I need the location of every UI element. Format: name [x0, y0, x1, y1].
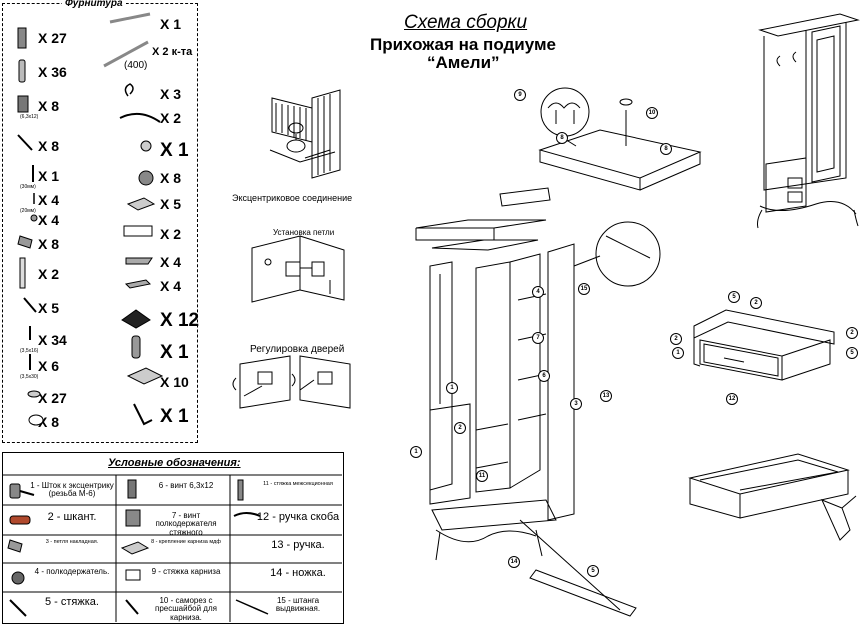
hardware-qty: X 3 [160, 86, 182, 102]
callout-15: 15 [578, 283, 590, 295]
hardware-qty: X 1 [160, 406, 189, 427]
hardware-note: (20мм) [20, 208, 36, 214]
hardware-note: (3,5x30) [20, 374, 39, 380]
hardware-qty: X 2 к-та [152, 46, 193, 58]
legend-entry: 13 - ручка. [271, 539, 325, 551]
drawer-exploded [693, 309, 835, 381]
hardware-qty: X 1 [38, 168, 60, 184]
hardware-qty: X 4 [38, 192, 60, 208]
hardware-note: (30мм) [20, 184, 36, 190]
caption-hinge: Установка петли [273, 228, 335, 237]
callout-1b: 1 [410, 446, 422, 458]
legend-entry: 4 - полкодержатель. [34, 567, 110, 576]
callout-5b: 5 [728, 291, 740, 303]
callout-3: 3 [570, 398, 582, 410]
hardware-title: Фурнитура [62, 0, 126, 9]
callout-8: 8 [556, 132, 568, 144]
callout-7: 7 [532, 332, 544, 344]
callout-9: 9 [514, 89, 526, 101]
wardrobe-view [757, 13, 860, 229]
eccentric-detail [269, 89, 341, 179]
callout-8b: 8 [660, 143, 672, 155]
legend-table [2, 452, 344, 624]
hinge-detail [251, 235, 345, 303]
hardware-qty: X 2 [160, 110, 182, 126]
hardware-qty: X 8 [38, 138, 60, 154]
legend-entry: 5 - стяжка. [45, 596, 99, 608]
caption-eccentric: Эксцентриковое соединение [232, 193, 353, 203]
callout-4: 4 [532, 286, 544, 298]
base-frame [688, 453, 857, 541]
legend-entry: 11 - стяжка межсекционная [263, 481, 333, 487]
legend-entry: 8 - крепление карниза мдф [151, 539, 221, 545]
callout-2e: 2 [670, 333, 682, 345]
hardware-qty: X 1 [160, 140, 189, 161]
hardware-qty: X 6 [38, 358, 60, 374]
callout-1: 1 [446, 382, 458, 394]
hardware-qty: X 10 [160, 374, 189, 390]
hardware-qty: X 8 [160, 170, 182, 186]
legend-entry: 12 - ручка скоба [256, 511, 340, 523]
product-model: “Амели” [427, 53, 500, 72]
callout-6: 6 [538, 370, 550, 382]
legend-entry: 14 - ножка. [270, 567, 326, 579]
hardware-qty: X 1 [160, 16, 182, 32]
legend-title: Условные обозначения: [108, 457, 241, 469]
legend-entry: 7 - винт полкодержателя стяжного [155, 511, 217, 537]
legend-entry: 6 - винт 6,3x12 [158, 481, 214, 490]
hardware-note: (6,3x12) [20, 114, 39, 120]
legend-entry: 1 - Шток к эксцентрику (резьба М-6) [30, 481, 114, 499]
hardware-qty: X 12 [160, 310, 200, 331]
product-name: Прихожая на подиуме [370, 35, 556, 54]
hardware-qty: X 5 [38, 300, 60, 316]
legend-entry: 3 - петля накладная. [45, 539, 99, 545]
cornice-detail [538, 87, 702, 191]
caption-doors: Регулировка дверей [250, 344, 345, 355]
door-adjust-detail [232, 355, 351, 409]
hardware-qty: X 8 [38, 98, 60, 114]
callout-1c: 1 [672, 347, 684, 359]
callout-5c: 5 [846, 347, 858, 359]
hardware-qty: X 34 [38, 332, 67, 348]
hardware-qty: X 8 [38, 236, 60, 252]
callout-2c: 2 [750, 297, 762, 309]
hardware-qty: X 4 [160, 278, 182, 294]
hardware-qty: X 36 [38, 64, 67, 80]
callout-5: 5 [587, 565, 599, 577]
callout-12: 12 [726, 393, 738, 405]
legend-entry: 10 - саморез с пресшайбой для карниза. [155, 596, 217, 622]
callout-2d: 2 [846, 327, 858, 339]
hardware-qty: X 27 [38, 30, 67, 46]
hardware-qty: X 4 [38, 212, 60, 228]
exploded-assembly [415, 187, 661, 617]
hardware-qty: X 27 [38, 390, 67, 406]
legend-entry: 9 - стяжка карниза [151, 567, 221, 576]
hardware-qty: X 4 [160, 254, 182, 270]
legend-entry: 2 - шкант. [47, 511, 97, 523]
diagram-title: Схема сборки [404, 12, 528, 33]
hardware-qty: X 5 [160, 196, 182, 212]
hardware-qty: X 2 [160, 226, 182, 242]
hardware-note: (400) [124, 60, 148, 71]
callout-13: 13 [600, 390, 612, 402]
callout-14: 14 [508, 556, 520, 568]
callout-10: 10 [646, 107, 658, 119]
hardware-note: (3,5x16) [20, 348, 39, 354]
hardware-qty: X 2 [38, 266, 60, 282]
callout-2: 2 [454, 422, 466, 434]
hardware-qty: X 1 [160, 342, 189, 363]
legend-entry: 15 - штанга выдвижная. [275, 596, 321, 614]
hardware-qty: X 8 [38, 414, 60, 430]
callout-11: 11 [476, 470, 488, 482]
